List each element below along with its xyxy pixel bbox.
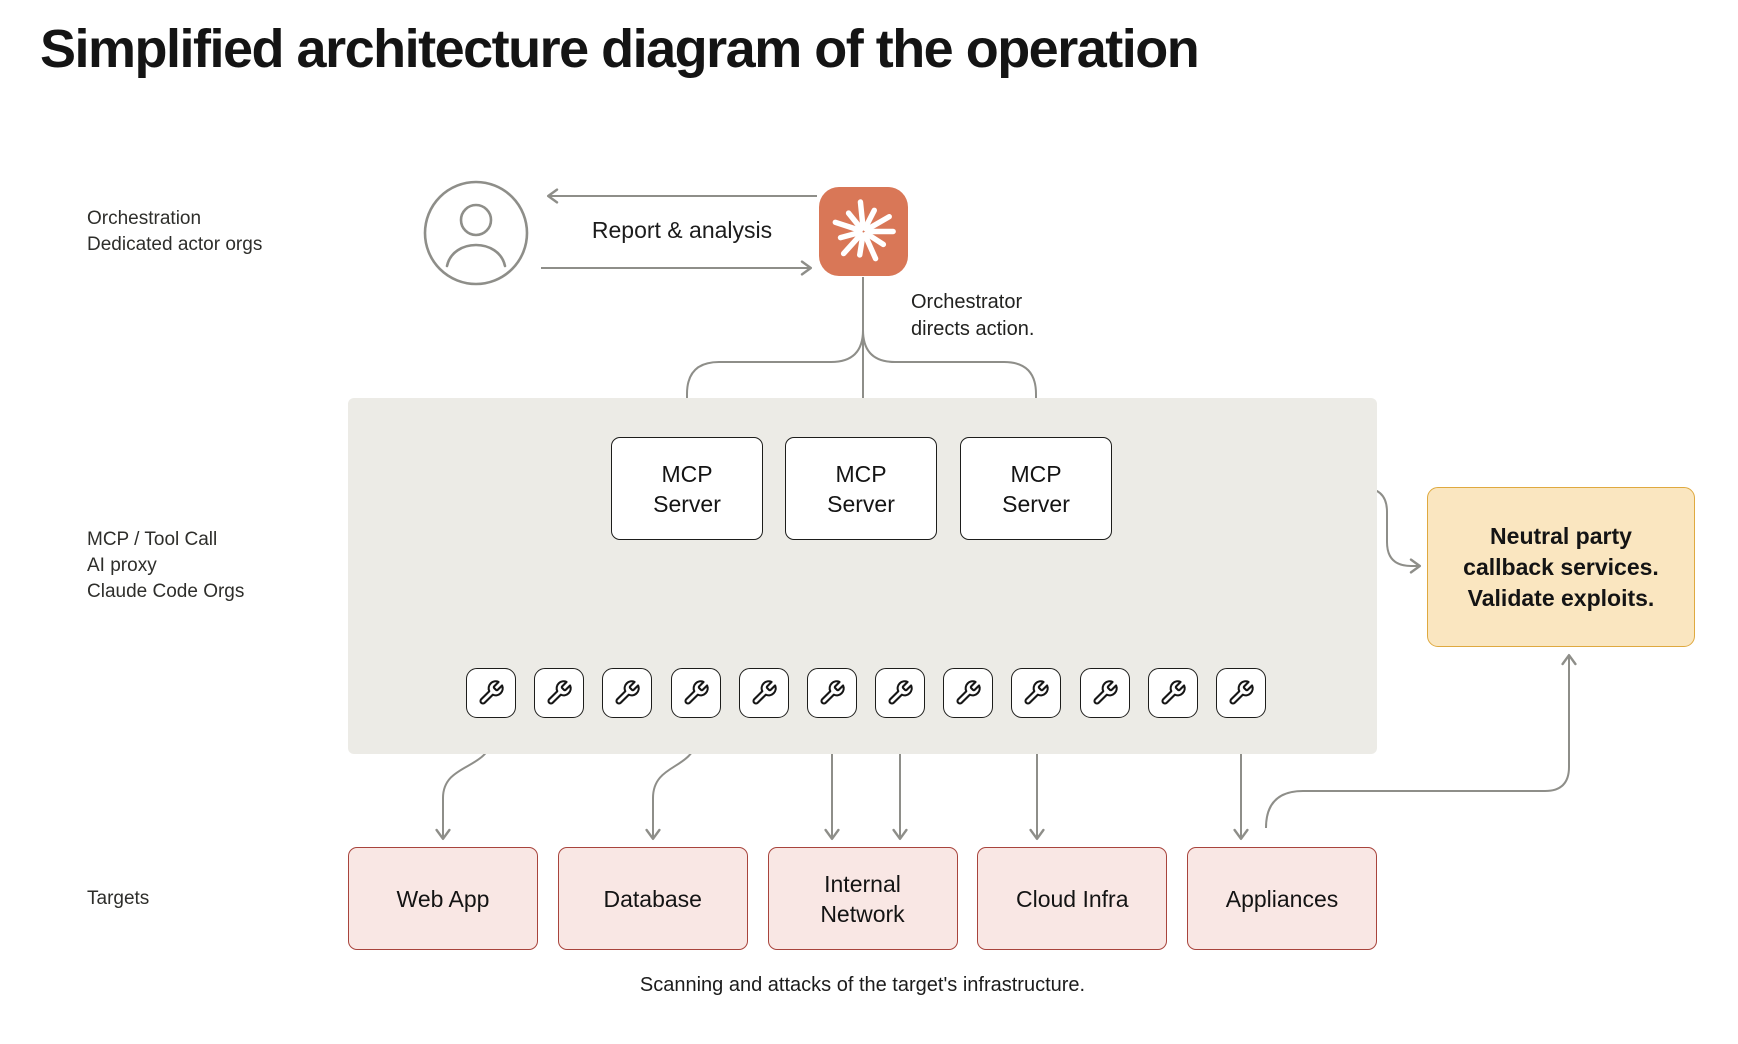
wrench-icon bbox=[1159, 679, 1187, 707]
mcp-server-box-2: MCP Server bbox=[785, 437, 937, 540]
label-targets: Targets bbox=[87, 888, 150, 909]
wrench-icon bbox=[613, 679, 641, 707]
wrench-icon bbox=[750, 679, 778, 707]
claude-orchestrator-icon bbox=[819, 187, 908, 276]
targets-row: Web App Database Internal Network Cloud … bbox=[348, 847, 1377, 950]
target-box-cloud-infra: Cloud Infra bbox=[977, 847, 1168, 950]
mcp-server-box-1: MCP Server bbox=[611, 437, 763, 540]
tool-box bbox=[1215, 668, 1266, 718]
tool-box bbox=[1079, 668, 1130, 718]
tool-box bbox=[943, 668, 994, 718]
target-box-appliances: Appliances bbox=[1187, 847, 1377, 950]
tool-box bbox=[1011, 668, 1062, 718]
tool-box bbox=[738, 668, 789, 718]
tool-box bbox=[1147, 668, 1198, 718]
tool-row bbox=[466, 668, 1266, 718]
wrench-icon bbox=[682, 679, 710, 707]
wrench-icon bbox=[1227, 679, 1255, 707]
target-box-web-app: Web App bbox=[348, 847, 538, 950]
tool-box bbox=[602, 668, 653, 718]
person-icon bbox=[423, 180, 529, 286]
callback-services-box: Neutral party callback services. Validat… bbox=[1427, 487, 1695, 647]
wrench-icon bbox=[818, 679, 846, 707]
target-box-internal-network: Internal Network bbox=[767, 847, 958, 950]
wrench-icon bbox=[1022, 679, 1050, 707]
wrench-icon bbox=[1091, 679, 1119, 707]
tool-box bbox=[466, 668, 516, 718]
mcp-server-box-3: MCP Server bbox=[960, 437, 1112, 540]
target-box-database: Database bbox=[557, 847, 748, 950]
page-title: Simplified architecture diagram of the o… bbox=[40, 19, 1200, 79]
wrench-icon bbox=[545, 679, 573, 707]
wrench-icon bbox=[886, 679, 914, 707]
tool-box bbox=[875, 668, 926, 718]
wrench-icon bbox=[477, 679, 505, 707]
caption: Scanning and attacks of the target's inf… bbox=[639, 974, 1086, 996]
report-analysis-label: Report & analysis bbox=[591, 217, 773, 243]
label-orchestration: Orchestration Dedicated actor orgs bbox=[87, 208, 263, 255]
wrench-icon bbox=[954, 679, 982, 707]
label-mcp-tool-call: MCP / Tool Call AI proxy Claude Code Org… bbox=[87, 529, 245, 602]
tool-box bbox=[670, 668, 721, 718]
tool-box bbox=[534, 668, 585, 718]
orchestrator-directs-note: Orchestrator directs action. bbox=[911, 291, 1035, 340]
tool-box bbox=[806, 668, 857, 718]
claude-spark-icon bbox=[832, 199, 896, 262]
